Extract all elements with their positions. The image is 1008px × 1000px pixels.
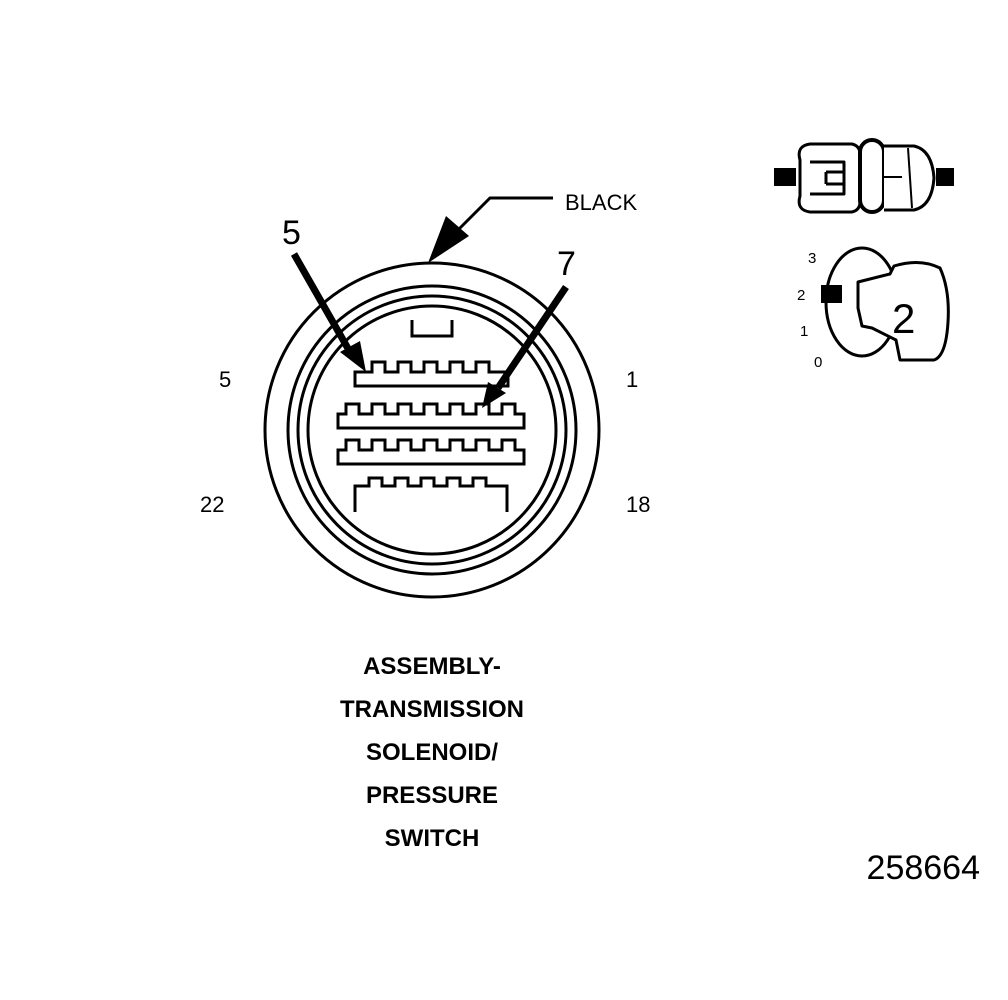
position-indicator-value: 2	[892, 295, 915, 342]
cavity-label-1: 1	[626, 367, 638, 392]
black-leader	[428, 196, 553, 263]
terminal-row-3	[336, 438, 526, 466]
caption-line: PRESSURE	[365, 782, 499, 809]
black-arrowhead	[428, 216, 469, 263]
connector-side-view-icon	[774, 138, 954, 214]
caption-line: TRANSMISSION	[339, 696, 524, 723]
connector-middle-ring	[286, 284, 578, 576]
connector-cavity-ring	[306, 304, 558, 556]
position-mark-1: 1	[800, 323, 808, 340]
figure-number: 258664	[867, 849, 980, 887]
color-label: BLACK	[565, 190, 637, 215]
position-mark-2: 2	[797, 287, 805, 304]
terminal-row-1	[353, 360, 510, 388]
connector-key-notch	[410, 320, 454, 338]
caption-line: ASSEMBLY-	[363, 653, 501, 680]
connector-face	[263, 261, 601, 599]
position-mark-3: 3	[808, 250, 816, 267]
component-caption: ASSEMBLY- TRANSMISSION SOLENOID/ PRESSUR…	[282, 645, 582, 860]
cavity-label-5: 5	[219, 367, 231, 392]
callout-5-label: 5	[282, 214, 301, 252]
callout-7-label: 7	[557, 245, 576, 283]
terminal-row-2	[336, 402, 526, 430]
cavity-label-22: 22	[200, 492, 224, 517]
cavity-label-18: 18	[626, 492, 650, 517]
callout-7-arrow	[482, 285, 569, 408]
terminal-rows	[336, 360, 526, 512]
position-mark-0: 0	[814, 354, 822, 371]
caption-line: SWITCH	[384, 825, 480, 852]
terminal-row-4	[353, 476, 509, 512]
connector-outer-ring	[263, 261, 601, 599]
callout-5-arrow	[290, 252, 366, 372]
connector-inner-ring	[296, 294, 568, 566]
caption-line: SOLENOID/	[365, 739, 498, 766]
position-indicator-icon	[821, 246, 950, 362]
